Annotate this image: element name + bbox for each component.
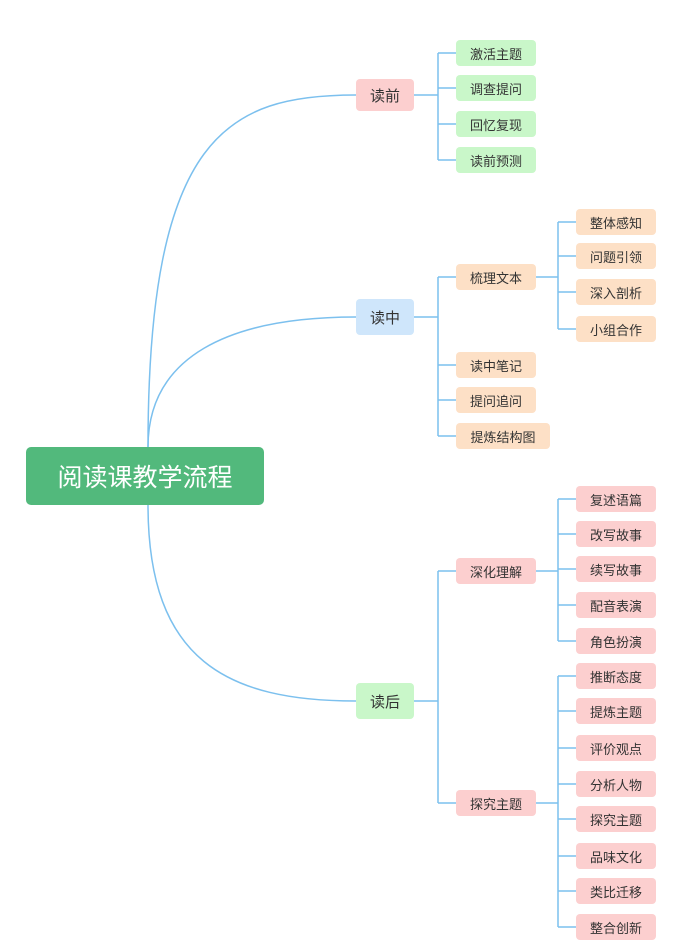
node-2-0-2[interactable]: 续写故事: [576, 556, 656, 582]
node-2-0[interactable]: 深化理解: [456, 558, 536, 584]
node-2-0-3[interactable]: 配音表演: [576, 592, 656, 618]
node-1-2[interactable]: 提问追问: [456, 387, 536, 413]
root-node[interactable]: 阅读课教学流程: [26, 447, 264, 505]
node-1-0[interactable]: 梳理文本: [456, 264, 536, 290]
node-2-0-0[interactable]: 复述语篇: [576, 486, 656, 512]
node-2-1-7[interactable]: 整合创新: [576, 914, 656, 940]
node-1-0-2[interactable]: 深入剖析: [576, 279, 656, 305]
node-0-0[interactable]: 激活主题: [456, 40, 536, 66]
branch-node-1[interactable]: 读中: [356, 299, 414, 335]
node-0-2[interactable]: 回忆复现: [456, 111, 536, 137]
node-0-3[interactable]: 读前预测: [456, 147, 536, 173]
node-2-0-1[interactable]: 改写故事: [576, 521, 656, 547]
node-2-0-4[interactable]: 角色扮演: [576, 628, 656, 654]
node-2-1-5[interactable]: 品味文化: [576, 843, 656, 869]
node-2-1[interactable]: 探究主题: [456, 790, 536, 816]
node-1-0-1[interactable]: 问题引领: [576, 243, 656, 269]
node-2-1-2[interactable]: 评价观点: [576, 735, 656, 761]
branch-node-2[interactable]: 读后: [356, 683, 414, 719]
node-1-3[interactable]: 提炼结构图: [456, 423, 550, 449]
node-2-1-0[interactable]: 推断态度: [576, 663, 656, 689]
node-1-0-3[interactable]: 小组合作: [576, 316, 656, 342]
root-link-2: [147, 504, 357, 702]
node-1-1[interactable]: 读中笔记: [456, 352, 536, 378]
root-link-1: [147, 316, 357, 448]
node-0-1[interactable]: 调查提问: [456, 75, 536, 101]
root-link-0: [147, 94, 357, 448]
branch-node-0[interactable]: 读前: [356, 79, 414, 111]
node-2-1-4[interactable]: 探究主题: [576, 806, 656, 832]
node-1-0-0[interactable]: 整体感知: [576, 209, 656, 235]
node-2-1-1[interactable]: 提炼主题: [576, 698, 656, 724]
node-2-1-6[interactable]: 类比迁移: [576, 878, 656, 904]
node-2-1-3[interactable]: 分析人物: [576, 771, 656, 797]
